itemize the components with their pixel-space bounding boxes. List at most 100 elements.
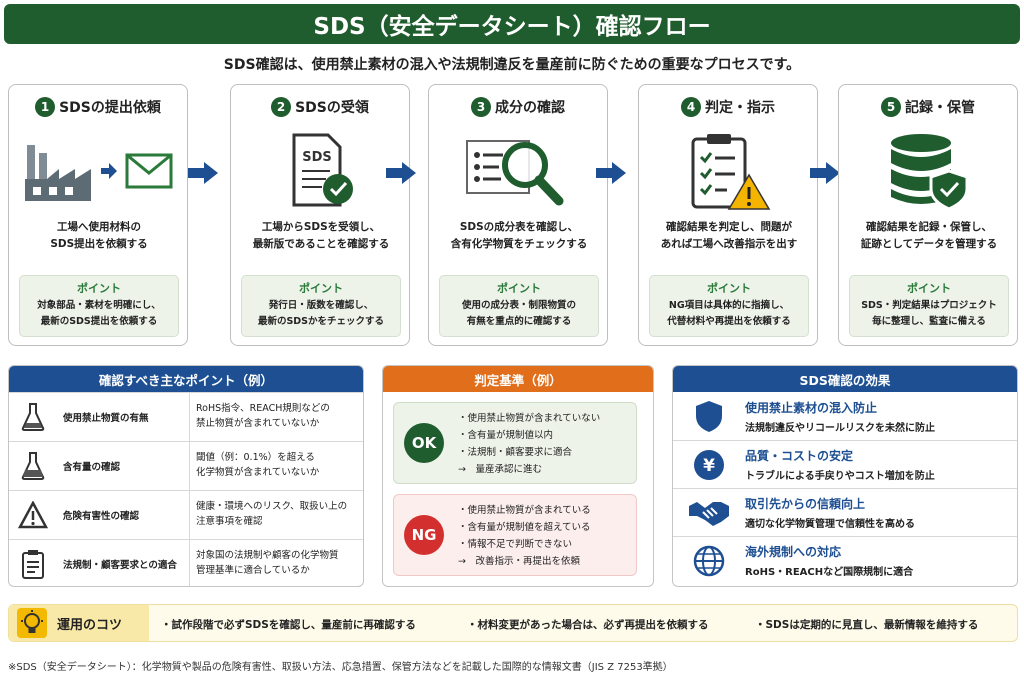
- arrow-right-icon: [101, 163, 117, 179]
- effect-description: トラブルによる手戻りやコスト増加を防止: [745, 471, 935, 482]
- step-title: SDSの受領: [295, 100, 369, 116]
- effect-title: 取引先からの信頼向上: [745, 497, 866, 511]
- page-subtitle: SDS確認は、使用禁止素材の混入や法規制違反を量産前に防ぐための重要なプロセスで…: [223, 57, 801, 73]
- step-description: 確認結果を判定し、問題が あれば工場へ改善指示を出す: [660, 221, 798, 250]
- step-number: 1: [35, 97, 56, 117]
- flow-arrow-icon: [810, 162, 840, 184]
- handshake-icon: [689, 501, 729, 526]
- shield-icon: [696, 401, 722, 432]
- criteria-item: ・使用禁止物質が含まれていない: [458, 413, 601, 424]
- effect-title: 品質・コストの安定: [745, 449, 854, 463]
- warning-icon: [18, 501, 48, 529]
- ok-badge: OK: [404, 423, 444, 463]
- check-label: 含有量の確認: [63, 462, 121, 473]
- effect-description: 適切な化学物質管理で信頼性を高める: [745, 519, 915, 530]
- criteria-item: ・含有量が規制値以内: [458, 430, 554, 441]
- step-number: 2: [271, 97, 292, 117]
- clipboard-icon: [22, 550, 44, 579]
- envelope-icon: [125, 153, 173, 189]
- effect-row: 海外規制への対応 RoHS・REACHなど国際規制に適合: [673, 536, 1017, 584]
- check-label: 危険有害性の確認: [63, 511, 140, 522]
- point-box: ポイント SDS・判定結果はプロジェクト 毎に整理し、監査に備える: [849, 275, 1009, 337]
- check-description: 対象国の法規制や顧客の化学物質 管理基準に適合しているか: [189, 540, 363, 586]
- point-label: ポイント: [707, 282, 751, 295]
- factory-icon: [25, 145, 91, 201]
- tip-item: ・SDSは定期的に見直し、最新情報を維持する: [755, 619, 979, 631]
- panel-title: 確認すべき主なポイント（例）: [9, 366, 363, 392]
- effect-description: RoHS・REACHなど国際規制に適合: [745, 567, 914, 578]
- flow-arrow-icon: [188, 162, 218, 184]
- flow-arrow-icon: [596, 162, 626, 184]
- effect-title: 海外規制への対応: [745, 545, 842, 559]
- step-description: 工場へ使用材料の SDS提出を依頼する: [50, 221, 148, 250]
- point-text: SDS・判定結果はプロジェクト 毎に整理し、監査に備える: [861, 300, 997, 327]
- check-row: 法規制・顧客要求との適合 対象国の法規制や顧客の化学物質 管理基準に適合している…: [9, 539, 363, 586]
- step-title: 成分の確認: [495, 100, 565, 116]
- step-description: 確認結果を記録・保管し、 証跡としてデータを管理する: [860, 221, 998, 250]
- step-title: 判定・指示: [705, 100, 775, 116]
- effect-description: 法規制違反やリコールリスクを未然に防止: [745, 422, 935, 434]
- step-description: 工場からSDSを受領し、 最新版であることを確認する: [252, 221, 390, 250]
- step-title: 記録・保管: [905, 100, 975, 116]
- svg-text:¥: ¥: [703, 456, 715, 476]
- point-text: 発行日・版数を確認し、 最新のSDSかをチェックする: [257, 300, 385, 327]
- criteria-item: ・法規制・顧客要求に適合: [458, 447, 573, 458]
- effect-row: 取引先からの信頼向上適切な化学物質管理で信頼性を高める: [673, 488, 1017, 536]
- point-box: ポイント NG項目は具体的に指摘し、 代替材料や再提出を依頼する: [649, 275, 809, 337]
- point-box: ポイント 発行日・版数を確認し、 最新のSDSかをチェックする: [241, 275, 401, 337]
- check-description: 閾値（例：0.1%）を超える 化学物質が含まれていないか: [189, 442, 363, 490]
- criteria-item: → 量産承認に進む: [458, 464, 542, 475]
- step-number: 5: [881, 97, 901, 117]
- tips-bar: 運用のコツ ・試作段階で必ずSDSを確認し、量産前に再確認する ・材料変更があっ…: [8, 604, 1018, 642]
- point-box: ポイント 使用の成分表・制限物質の 有無を重点的に確認する: [439, 275, 599, 337]
- criteria-panel: 判定基準（例） OK ・使用禁止物質が含まれていない ・含有量が規制値以内 ・法…: [382, 365, 654, 587]
- point-label: ポイント: [497, 282, 541, 295]
- flow-arrow-icon: [386, 162, 416, 184]
- database-shield-icon: [891, 134, 969, 211]
- check-label: 使用禁止物質の有無: [63, 413, 149, 424]
- check-row: 含有量の確認 閾値（例：0.1%）を超える 化学物質が含まれていないか: [9, 441, 363, 490]
- point-label: ポイント: [299, 282, 343, 295]
- panel-title: 判定基準（例）: [383, 366, 653, 392]
- tip-item: ・材料変更があった場合は、必ず再提出を依頼する: [467, 619, 709, 631]
- check-description: RoHS指令、REACH規則などの 禁止物質が含まれていないか: [189, 393, 363, 441]
- point-text: 対象部品・素材を明確にし、 最新のSDS提出を依頼する: [37, 300, 161, 327]
- globe-icon: [693, 545, 725, 576]
- ng-badge: NG: [404, 515, 444, 555]
- lightbulb-icon: [17, 608, 47, 638]
- ng-criteria-box: NG ・使用禁止物質が含まれている ・含有量が規制値を超えている ・情報不足で判…: [393, 494, 637, 576]
- footnote: ※SDS（安全データシート）：化学物質や製品の危険有害性、取扱い方法、応急措置、…: [8, 662, 673, 673]
- step-title: SDSの提出依頼: [59, 100, 161, 116]
- check-points-panel: 確認すべき主なポイント（例） 使用禁止物質の有無 RoHS指令、REACH規則な…: [8, 365, 364, 587]
- point-label: ポイント: [907, 282, 951, 295]
- effect-title: 使用禁止素材の混入防止: [745, 400, 878, 415]
- step-description: SDSの成分表を確認し、 含有化学物質をチェックする: [450, 221, 588, 250]
- panel-title: SDS確認の効果: [673, 366, 1017, 392]
- check-row: 使用禁止物質の有無 RoHS指令、REACH規則などの 禁止物質が含まれていない…: [9, 392, 363, 441]
- magnifier-list-icon: [466, 140, 564, 206]
- clipboard-warning-icon: [691, 134, 771, 210]
- svg-text:SDS: SDS: [302, 150, 332, 165]
- tips-label: 運用のコツ: [57, 617, 123, 633]
- point-label: ポイント: [77, 282, 121, 295]
- page-title: SDS（安全データシート）確認フロー: [4, 4, 1020, 44]
- check-description: 健康・環境へのリスク、取扱い上の 注意事項を確認: [189, 491, 363, 539]
- check-label: 法規制・顧客要求との適合: [63, 560, 177, 571]
- criteria-item: ・使用禁止物質が含まれている: [458, 505, 591, 516]
- sds-document-icon: SDS: [292, 133, 353, 207]
- criteria-item: ・情報不足で判断できない: [458, 539, 573, 550]
- effect-row: ¥ 品質・コストの安定トラブルによる手戻りやコスト増加を防止: [673, 440, 1017, 488]
- step-number: 4: [681, 97, 701, 117]
- effect-row: 使用禁止素材の混入防止法規制違反やリコールリスクを未然に防止: [673, 392, 1017, 440]
- flask-icon: [21, 452, 45, 480]
- point-box: ポイント 対象部品・素材を明確にし、 最新のSDS提出を依頼する: [19, 275, 179, 337]
- check-row: 危険有害性の確認 健康・環境へのリスク、取扱い上の 注意事項を確認: [9, 490, 363, 539]
- flask-icon: [21, 403, 45, 431]
- yen-icon: ¥: [694, 449, 724, 480]
- step-number: 3: [471, 97, 491, 117]
- criteria-item: → 改善指示・再提出を依頼: [458, 556, 580, 567]
